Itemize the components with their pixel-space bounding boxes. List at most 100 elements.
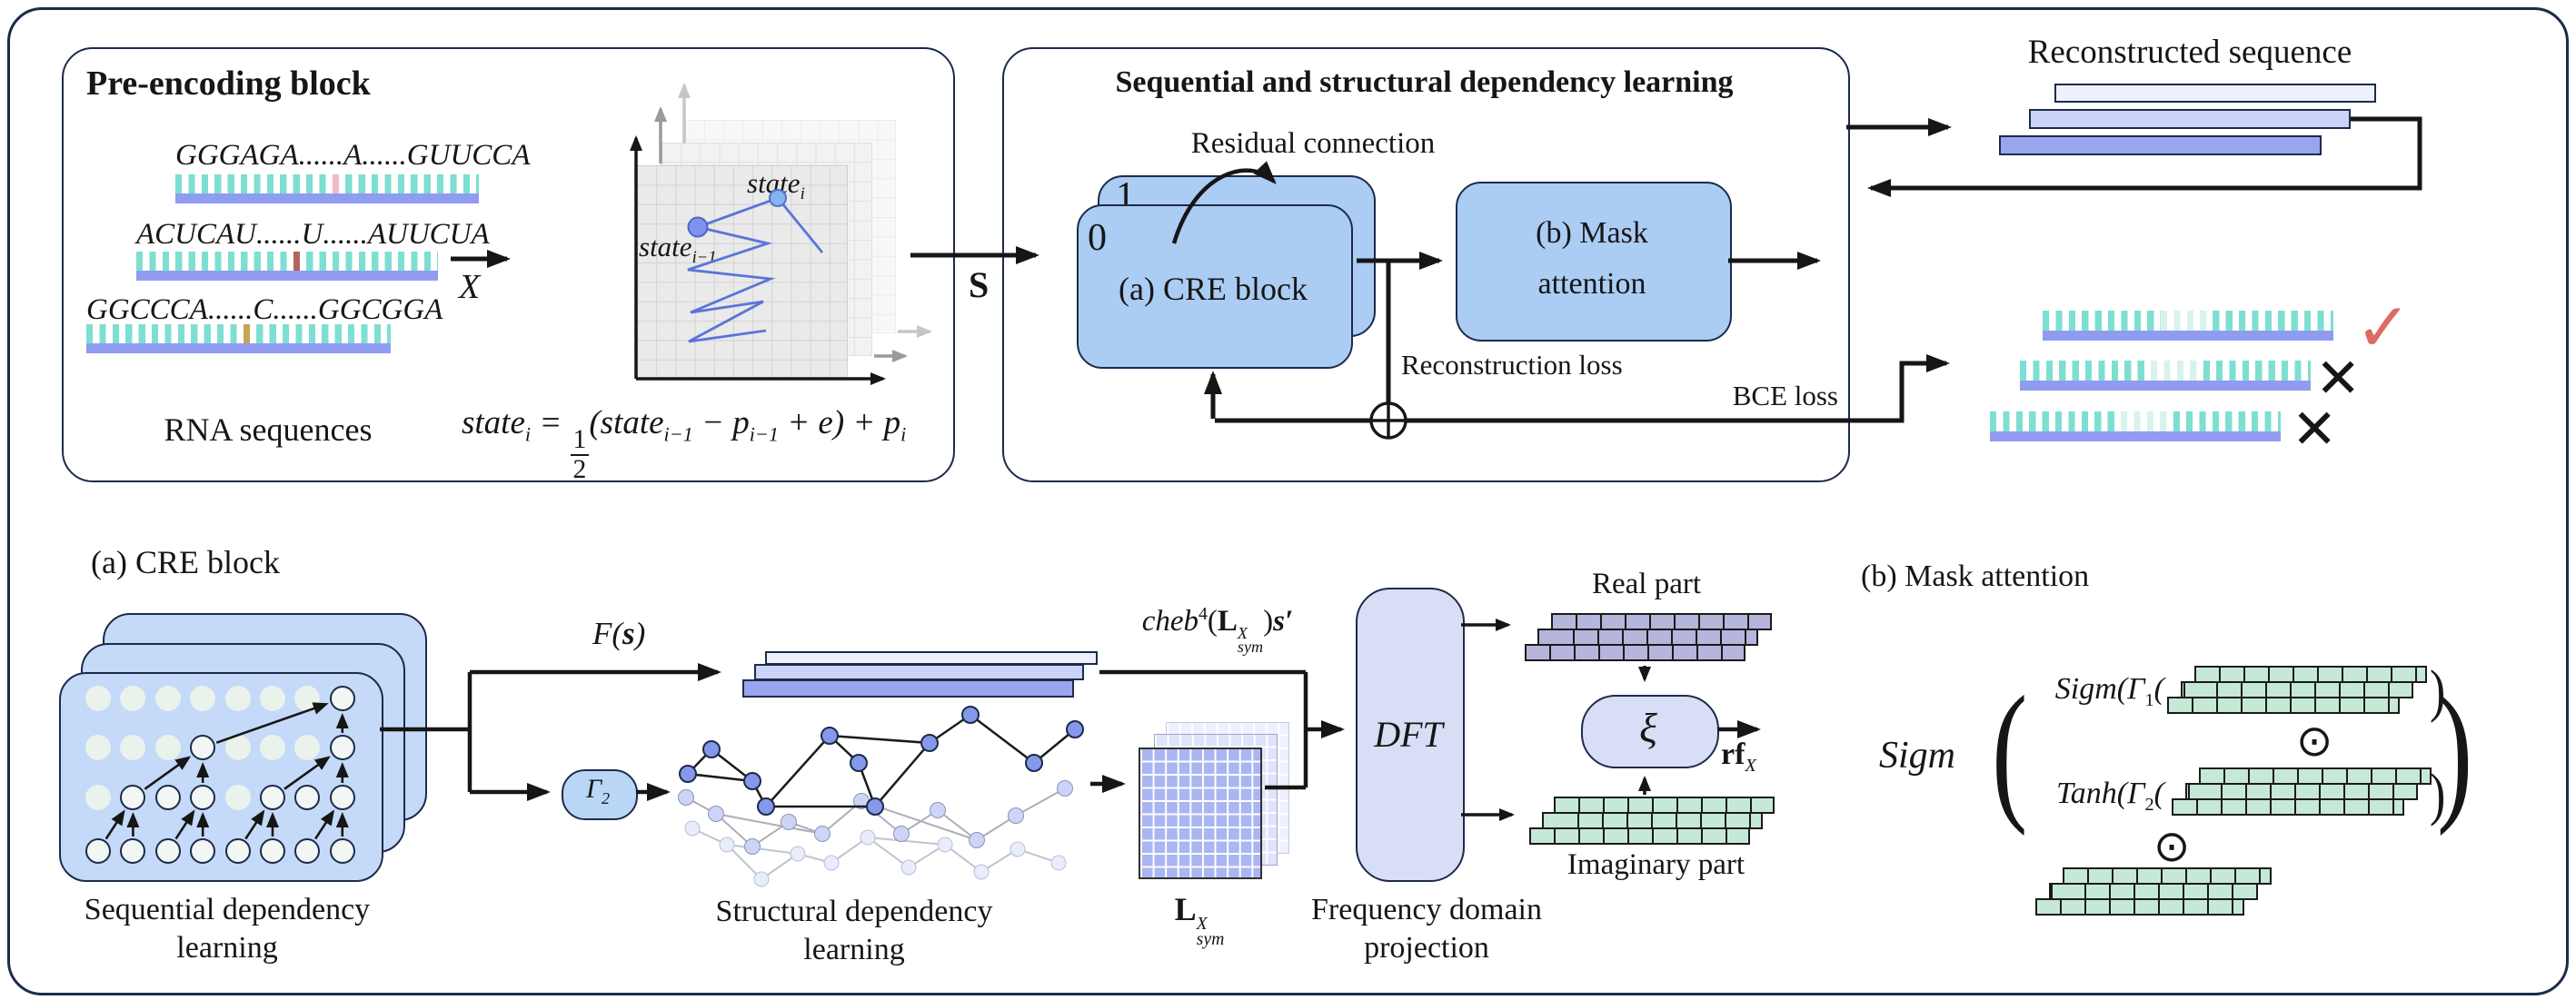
- cre-node: [190, 838, 216, 864]
- x-arrow-label: X: [459, 268, 481, 306]
- cre-node: [120, 686, 146, 711]
- xi-label: ξ: [1639, 705, 1657, 751]
- cre-node: [190, 735, 216, 760]
- mask-bricks1-row2: [2181, 681, 2413, 698]
- mask-bricks3-row3: [2035, 898, 2244, 916]
- recon-bar-dark: [1999, 135, 2322, 155]
- cre-node: [120, 785, 146, 810]
- result-seq-2-fade: [2151, 361, 2203, 381]
- mask-attention-box: [1456, 182, 1732, 342]
- rna-sequences-caption: RNA sequences: [164, 411, 373, 448]
- rna-seq-3-mutation-tick: [243, 324, 250, 343]
- rna-seq-3-label: GGCCCA......C......GGCGGA: [86, 293, 443, 326]
- state-prev-label: statei−1: [639, 231, 717, 268]
- mask-bricks3-row2: [2049, 883, 2258, 900]
- imaginary-part-label: Imaginary part: [1566, 848, 1746, 881]
- structural-caption-2: learning: [803, 933, 905, 966]
- residual-label: Residual connection: [1190, 127, 1436, 160]
- cre-node: [224, 838, 251, 864]
- state-i-label: statei: [747, 167, 805, 204]
- result-seq-1-fade: [2160, 311, 2213, 331]
- rna-seq-3-backbone: [86, 343, 391, 353]
- mask-bricks3-row1: [2063, 867, 2272, 885]
- cre-node: [120, 735, 146, 760]
- odot-icon-2: ⊙: [2153, 821, 2191, 872]
- gamma2-label: Γ2: [585, 774, 611, 807]
- cre-node: [85, 838, 111, 864]
- cre-node: [260, 735, 285, 760]
- rna-seq-3-ticks: [86, 324, 391, 343]
- structural-caption-1: Structural dependency: [715, 895, 993, 928]
- result-seq-3-backbone: [1990, 431, 2281, 441]
- fs-label: F(s): [592, 616, 646, 651]
- mask-sigm-big: Sigm: [1879, 735, 1955, 777]
- cross-icon-2: ✕: [2292, 398, 2338, 461]
- pre-encoding-title: Pre-encoding block: [86, 64, 371, 103]
- mask-paren-open: (: [1992, 664, 2028, 837]
- recon-bar-mid: [2029, 109, 2351, 129]
- rna-seq-1-ticks: [175, 174, 479, 193]
- mask-bricks2-row2: [2185, 783, 2418, 800]
- cross-icon-1: ✕: [2315, 347, 2362, 411]
- cre-node: [294, 838, 321, 864]
- fs-bar-dark: [742, 679, 1074, 698]
- s-arrow-label: S: [969, 264, 990, 305]
- mask-bricks2-row3: [2172, 798, 2404, 816]
- real-part-label: Real part: [1591, 568, 1702, 600]
- cre-box-label: (a) CRE block: [1119, 271, 1308, 307]
- rf-label: rfX: [1721, 738, 1756, 776]
- rna-seq-2-backbone: [136, 271, 438, 281]
- result-seq-2-backbone: [2020, 381, 2311, 391]
- rna-seq-1-mutation-tick: [332, 174, 339, 193]
- imag-bricks-row3: [1529, 827, 1750, 845]
- rna-seq-1-backbone: [175, 193, 479, 203]
- reconstructed-title: Reconstructed sequence: [2027, 34, 2352, 71]
- cre-node: [329, 838, 355, 864]
- fs-bar-mid: [754, 664, 1084, 680]
- cre-node: [85, 735, 111, 760]
- mask-detail-title: (b) Mask attention: [1861, 559, 2090, 593]
- cre-layer-0-label: 0: [1088, 217, 1107, 259]
- reconstruction-loss-label: Reconstruction loss: [1401, 349, 1623, 381]
- cre-node: [120, 838, 146, 864]
- check-icon: ✓: [2355, 289, 2412, 367]
- frequency-caption-2: projection: [1364, 931, 1489, 965]
- mask-row1-close-paren: ): [2430, 658, 2446, 724]
- odot-icon-1: ⊙: [2296, 716, 2333, 767]
- gamma2-pill: [562, 769, 638, 820]
- mask-row2-close-paren: ): [2430, 762, 2446, 827]
- rna-seq-2-label: ACUCAU......U......AUUCUA: [136, 218, 490, 251]
- mask-row1-label: Sigm(Γ1(: [2054, 672, 2164, 710]
- mask-attention-label-1: (b) Mask: [1536, 216, 1648, 250]
- cre-node: [85, 785, 111, 810]
- result-seq-3-fade: [2121, 411, 2173, 431]
- mask-row2-label: Tanh(Γ2(: [2056, 777, 2164, 815]
- real-bricks-row2: [1537, 629, 1758, 646]
- cre-node: [85, 686, 111, 711]
- frequency-caption-1: Frequency domain: [1311, 893, 1542, 926]
- bce-loss-label: BCE loss: [1732, 380, 1838, 411]
- rna-seq-2-mutation-tick: [293, 252, 300, 271]
- cre-detail-title: (a) CRE block: [91, 544, 280, 580]
- cre-node: [260, 686, 285, 711]
- cre-node: [329, 686, 355, 711]
- cre-node: [190, 686, 216, 711]
- cre-node: [224, 785, 251, 810]
- xi-pill: [1581, 695, 1719, 768]
- recon-bar-light: [2054, 84, 2376, 103]
- result-seq-1-backbone: [2043, 331, 2333, 341]
- cre-node: [260, 785, 285, 810]
- fs-bar-light: [765, 651, 1098, 665]
- cre-node: [260, 838, 285, 864]
- cre-node: [190, 785, 216, 810]
- real-bricks-row3: [1525, 644, 1746, 661]
- mask-attention-label-2: attention: [1537, 267, 1646, 301]
- cre-node: [154, 735, 181, 760]
- cre-node: [154, 838, 181, 864]
- dft-box: [1356, 588, 1465, 882]
- cre-node: [329, 735, 355, 760]
- mask-bricks1-row3: [2167, 697, 2400, 714]
